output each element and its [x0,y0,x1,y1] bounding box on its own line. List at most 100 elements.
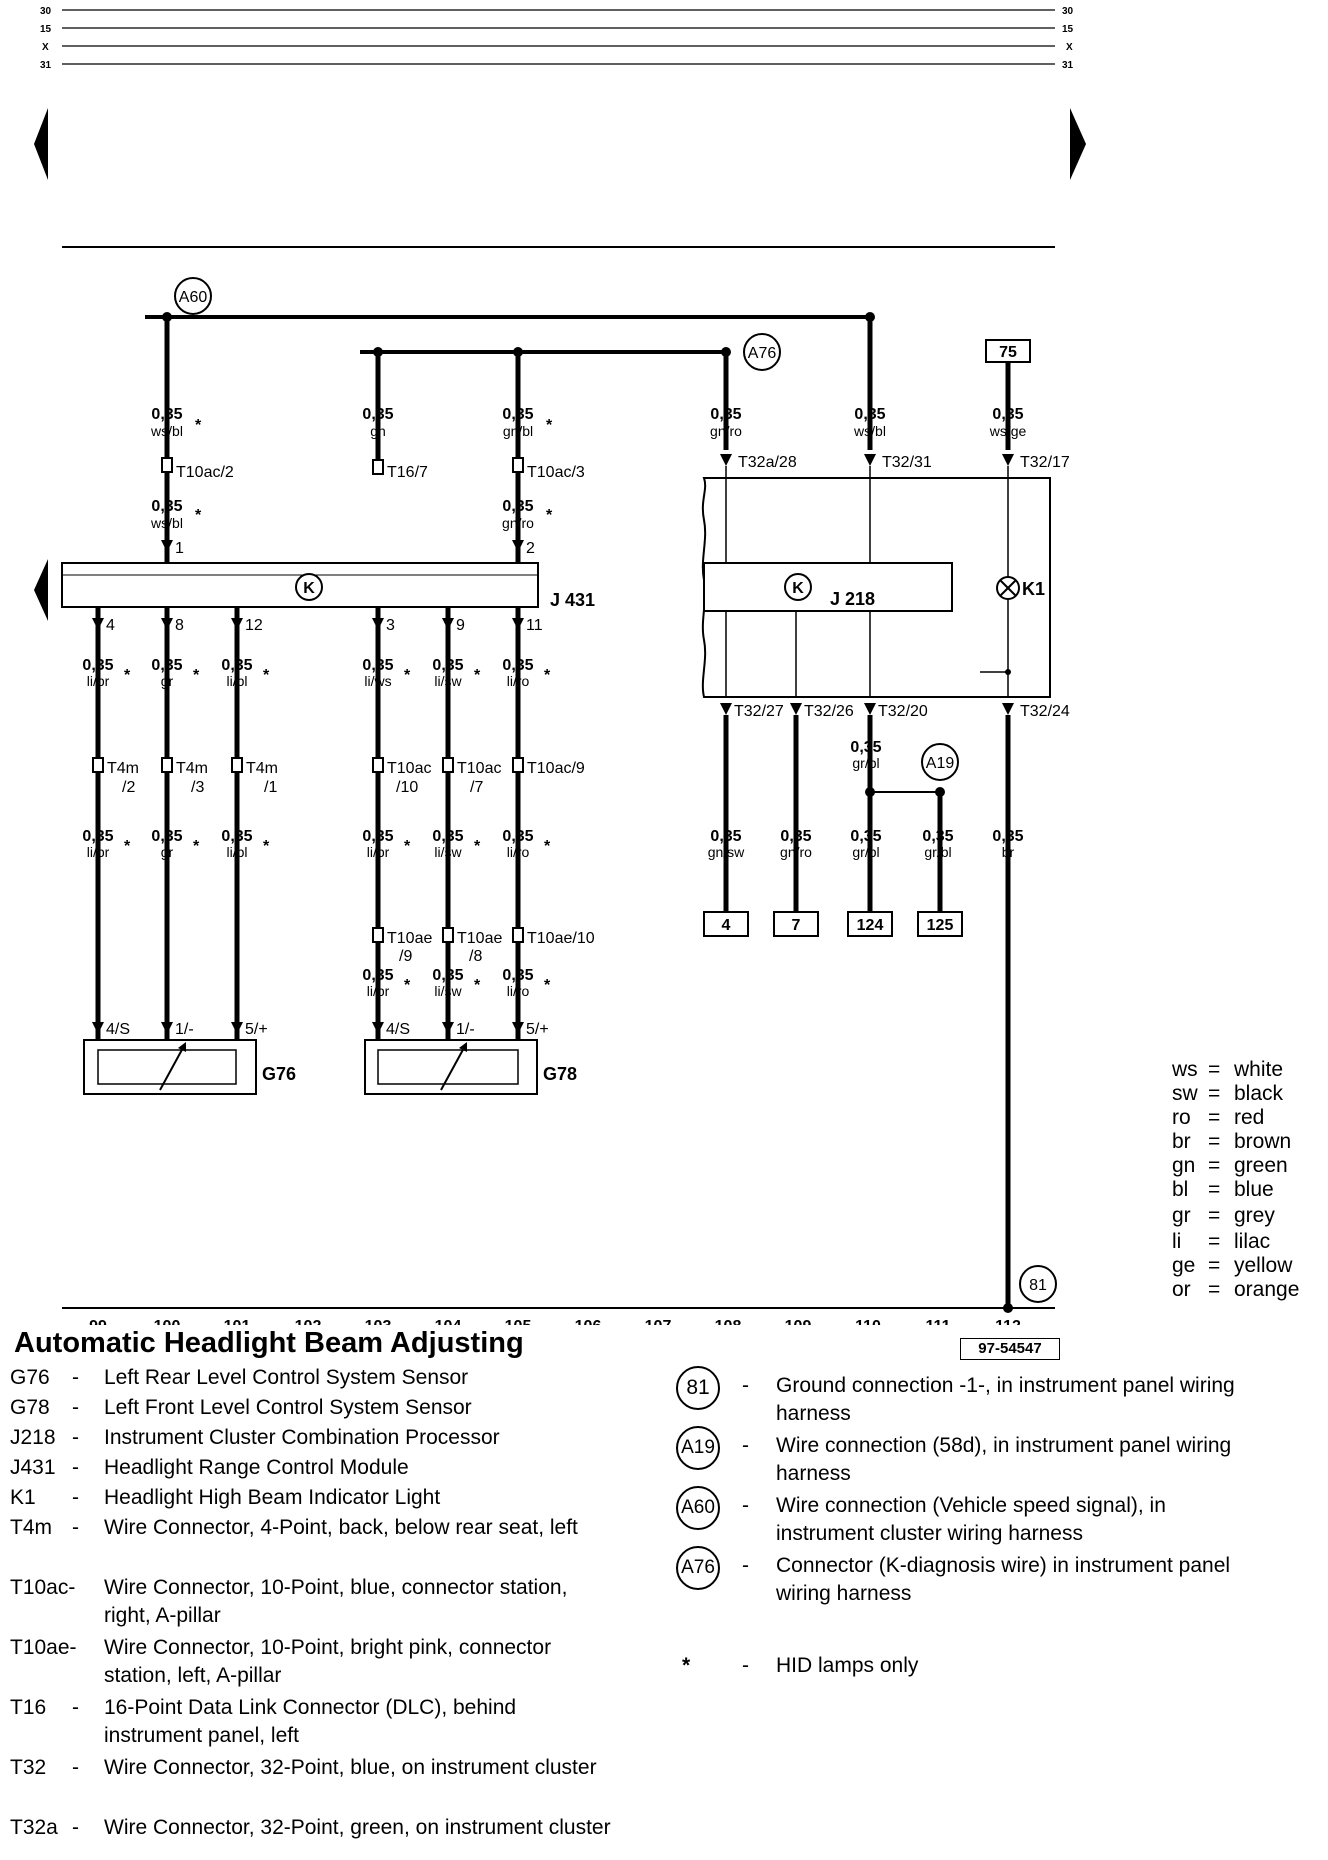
svg-text:T4m: T4m [107,760,139,777]
rail-label-30-left: 30 [40,6,52,17]
svg-text:108: 108 [715,1318,742,1325]
legend-code: T10ac- [10,1576,76,1599]
svg-text:ro: ro [1172,1106,1191,1129]
svg-text:0,35: 0,35 [502,657,533,674]
svg-text:*: * [124,667,131,684]
rail-label-x-right: X [1066,42,1073,53]
legend-symbol-a19: A19 [676,1426,720,1470]
wire-labels-row3: 0,35 li/br * 0,35 li/sw * 0,35 li/ro * [362,967,551,999]
legend-symbol-a60: A60 [676,1486,720,1530]
svg-text:99: 99 [89,1318,107,1325]
legend-dash: - [72,1816,79,1839]
svg-text:*: * [546,507,553,524]
svg-text:1/-: 1/- [175,1021,194,1038]
svg-text:1: 1 [175,540,184,557]
svg-text:0,35: 0,35 [850,828,881,845]
svg-text:gr/bl: gr/bl [852,755,879,771]
legend-code: T32 [10,1756,47,1779]
svg-text:black: black [1234,1082,1284,1105]
legend-text: 16-Point Data Link Connector (DLC), behi… [104,1696,517,1747]
next-page-arrow-icon[interactable] [1070,108,1086,180]
svg-text:li/bl: li/bl [226,844,247,860]
svg-text:T10ae/10: T10ae/10 [527,930,595,947]
svg-text:/10: /10 [396,779,418,796]
svg-text:0,35: 0,35 [850,739,881,756]
legend-text: Ground connection -1-, in instrument pan… [776,1374,1235,1425]
svg-text:=: = [1208,1278,1220,1301]
legend-symbol-a76: A76 [676,1546,720,1590]
svg-text:li/br: li/br [367,983,390,999]
svg-text:*: * [546,417,553,434]
svg-text:/1: /1 [264,779,277,796]
rail-label-30-right: 30 [1062,6,1074,17]
svg-text:105: 105 [505,1318,532,1325]
j431-input-labels: 0,35 ws/bl * 1 0,35 gn/ro * 2 [150,498,553,557]
svg-text:green: green [1234,1154,1288,1177]
svg-text:0,35: 0,35 [151,828,182,845]
svg-text:5/+: 5/+ [526,1021,549,1038]
svg-text:T10ac: T10ac [387,760,431,777]
legend-code: J218 [10,1426,56,1449]
connection-a76: A76 [743,333,781,371]
svg-text:0,35: 0,35 [82,828,113,845]
legend-code: T16 [10,1696,47,1719]
svg-text:sw: sw [1172,1082,1199,1105]
rail-label-15-left: 15 [40,24,52,35]
svg-text:124: 124 [857,917,884,934]
svg-text:112: 112 [995,1318,1021,1325]
svg-text:0,35: 0,35 [780,828,811,845]
previous-page-arrow-icon[interactable] [34,108,48,180]
legend-dash: - [72,1756,79,1779]
svg-text:9: 9 [456,617,465,634]
svg-text:orange: orange [1234,1278,1299,1301]
svg-text:li: li [1172,1230,1181,1253]
svg-text:br: br [1002,844,1015,860]
svg-text:li/sw: li/sw [434,983,462,999]
svg-text:G78: G78 [543,1064,577,1084]
sensor-pins: 4/S 1/- 5/+ 4/S 1/- 5/+ [92,1021,549,1038]
svg-text:75: 75 [999,344,1017,361]
rail-label-31-left: 31 [40,60,52,71]
svg-text:0,35: 0,35 [82,657,113,674]
svg-text:ws/bl: ws/bl [150,515,183,531]
svg-text:*: * [474,977,481,994]
terminal-124: 124 [847,911,893,937]
svg-text:T32/26: T32/26 [804,703,854,720]
svg-text:K1: K1 [1022,579,1045,599]
legend-text: HID lamps only [776,1654,919,1677]
svg-text:li/br: li/br [87,673,110,689]
svg-text:*: * [544,977,551,994]
svg-text:8: 8 [175,617,184,634]
svg-text:0,35: 0,35 [992,406,1023,423]
legend-dash: - [72,1516,79,1539]
svg-text:A76: A76 [748,345,777,362]
svg-text:T32a/28: T32a/28 [738,454,797,471]
legend-text: Wire connection (Vehicle speed signal), … [776,1494,1166,1545]
svg-text:*: * [193,667,200,684]
svg-text:*: * [404,977,411,994]
legend-asterisk: * [682,1654,691,1677]
svg-text:gn/bl: gn/bl [503,423,533,439]
svg-text:*: * [124,838,131,855]
svg-text:gr: gr [161,673,174,689]
legend-dash: - [72,1456,79,1479]
legend-text: Wire Connector, 4-Point, back, below rea… [104,1516,578,1539]
svg-text:li/ro: li/ro [507,844,530,860]
svg-text:=: = [1208,1230,1220,1253]
legend-dash: - [72,1396,79,1419]
sensor-g76: G76 [83,1039,296,1095]
svg-text:/9: /9 [399,948,412,965]
legend-dash: - [742,1554,749,1577]
right-bottom-wire-labels: 0,35 gn/sw 0,35 gn/ro 0,35 gr/bl 0,35 gr… [708,828,1024,860]
svg-text:T10ae: T10ae [457,930,502,947]
connection-a19: A19 [921,743,959,781]
svg-text:*: * [474,667,481,684]
svg-text:gr: gr [1172,1204,1191,1227]
svg-text:0,35: 0,35 [221,657,252,674]
j218-instrument-cluster: K J 218 [701,477,1051,698]
svg-text:li/sw: li/sw [434,844,462,860]
legend-code: J431 [10,1456,56,1479]
svg-text:4: 4 [722,917,731,934]
svg-text:=: = [1208,1082,1220,1105]
svg-text:0,35: 0,35 [432,967,463,984]
